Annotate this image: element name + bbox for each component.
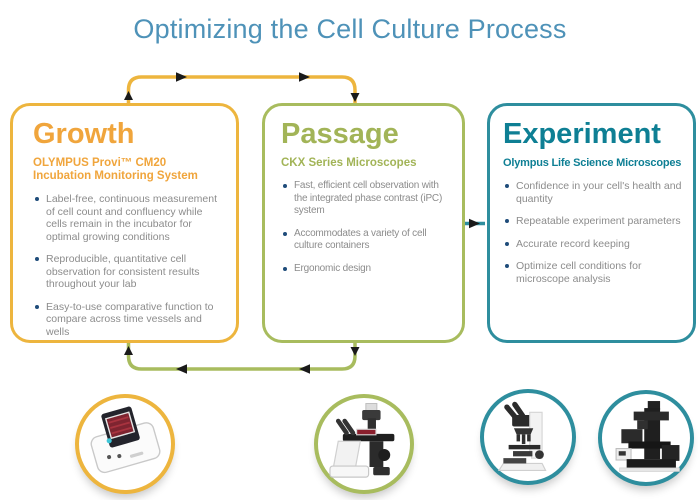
experiment-subtitle: Olympus Life Science Microscopes [503, 157, 682, 169]
growth-subtitle: OLYMPUS Provi™ CM20 Incubation Monitorin… [33, 157, 198, 182]
experiment-box: Experiment Olympus Life Science Microsco… [487, 103, 696, 343]
growth-box: Growth OLYMPUS Provi™ CM20 Incubation Mo… [10, 103, 239, 343]
automated-imaging-system-icon [615, 401, 680, 472]
passage-to-growth-arrow [124, 343, 360, 374]
bullet-item: Easy-to-use comparative function to comp… [33, 301, 224, 339]
passage-subtitle: CKX Series Microscopes [281, 157, 417, 169]
bullet-item: Reproducible, quantitative cell observat… [33, 253, 224, 291]
bullet-item: Ergonomic design [281, 263, 454, 276]
growth-bullet-list: Label-free, continuous measurement of ce… [33, 193, 224, 338]
experiment-heading: Experiment [503, 118, 661, 150]
bullet-item: Optimize cell conditions for microscope … [503, 260, 683, 285]
passage-box: Passage CKX Series Microscopes Fast, eff… [262, 103, 465, 343]
experiment-product-circle-1 [480, 389, 576, 485]
passage-heading: Passage [281, 118, 399, 150]
passage-bullet-list: Fast, efficient cell observation with th… [281, 180, 454, 275]
bullet-item: Accommodates a variety of cell culture c… [281, 228, 454, 253]
experiment-bullet-list: Confidence in your cell's health and qua… [503, 180, 683, 285]
bullet-item: Confidence in your cell's health and qua… [503, 180, 683, 205]
growth-product-circle [75, 394, 175, 494]
experiment-product-circle-2 [598, 390, 694, 486]
cm20-incubation-monitor-icon [90, 406, 161, 474]
ckx-inverted-microscope-icon [329, 403, 395, 478]
passage-to-experiment-arrow [463, 218, 485, 229]
bullet-item: Repeatable experiment parameters [503, 215, 683, 228]
upright-microscope-icon [497, 401, 547, 472]
page-title: Optimizing the Cell Culture Process [133, 14, 567, 44]
growth-heading: Growth [33, 118, 135, 150]
bullet-item: Accurate record keeping [503, 238, 683, 251]
growth-to-passage-arrow [124, 72, 360, 103]
bullet-item: Fast, efficient cell observation with th… [281, 180, 454, 218]
passage-product-circle [314, 394, 414, 494]
bullet-item: Label-free, continuous measurement of ce… [33, 193, 224, 243]
